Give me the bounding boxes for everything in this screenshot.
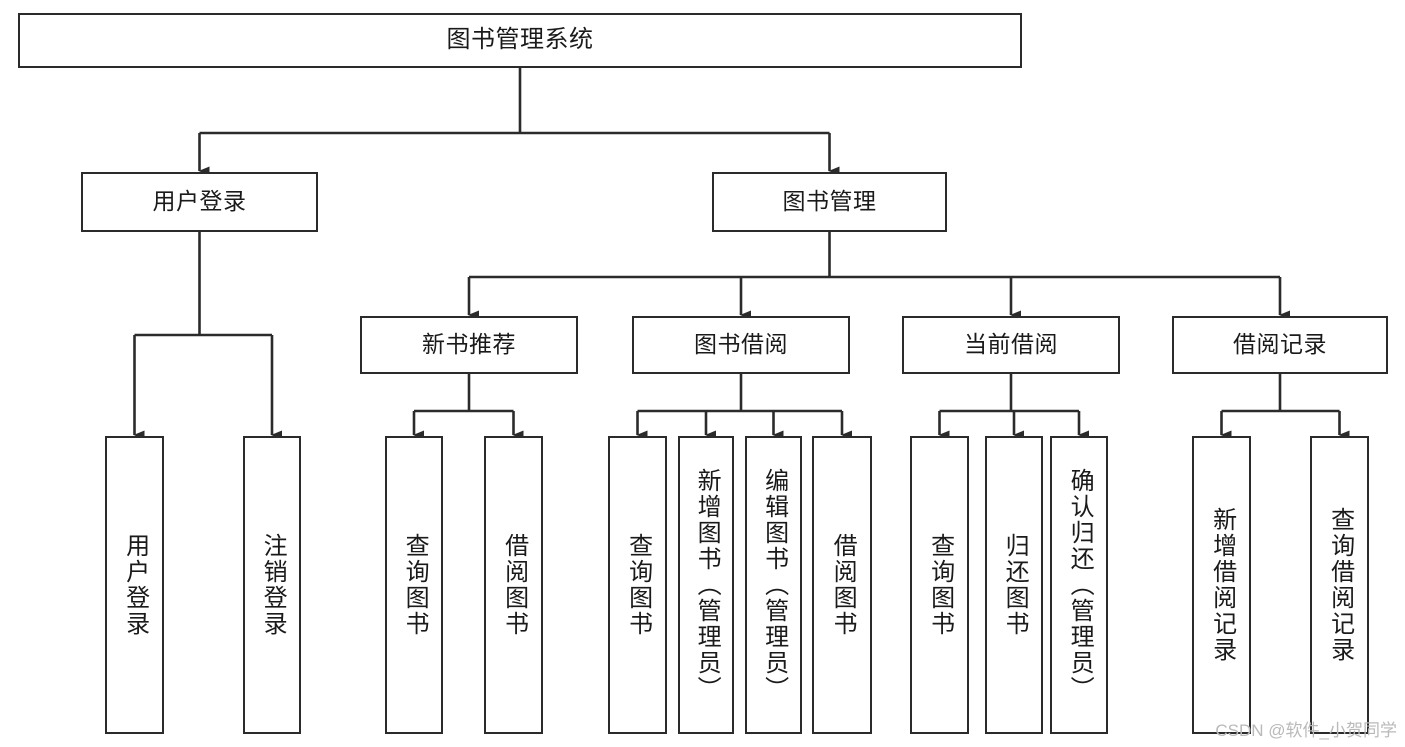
node-label: 新书推荐	[422, 331, 516, 358]
node-label: 查询图书	[926, 533, 954, 637]
node-label: 借阅记录	[1233, 331, 1327, 358]
node-label: 查询图书	[401, 533, 429, 637]
node-leaf_edit_book[interactable]: 编辑图书（管理员）	[745, 436, 802, 734]
node-leaf_add_book[interactable]: 新增图书（管理员）	[678, 436, 734, 734]
node-leaf_confirm_return[interactable]: 确认归还（管理员）	[1050, 436, 1108, 734]
node-label: 借阅图书	[500, 533, 528, 637]
node-leaf_query_book_3[interactable]: 查询图书	[910, 436, 969, 734]
node-label: 借阅图书	[829, 533, 857, 637]
node-book_manage[interactable]: 图书管理	[712, 172, 947, 232]
node-leaf_user_login[interactable]: 用户登录	[105, 436, 164, 734]
node-leaf_query_record[interactable]: 查询借阅记录	[1310, 436, 1369, 734]
node-current_borrow[interactable]: 当前借阅	[902, 316, 1120, 374]
node-label: 注销登录	[259, 533, 287, 637]
node-leaf_query_book_2[interactable]: 查询图书	[608, 436, 667, 734]
node-label: 查询图书	[624, 533, 652, 637]
node-label: 用户登录	[152, 188, 247, 215]
node-leaf_query_book_1[interactable]: 查询图书	[385, 436, 443, 734]
node-label: 图书管理系统	[446, 26, 594, 54]
node-label: 图书借阅	[694, 331, 788, 358]
node-label: 归还图书	[1001, 533, 1029, 637]
node-label: 编辑图书（管理员）	[760, 468, 788, 702]
node-label: 图书管理	[782, 188, 877, 215]
node-root[interactable]: 图书管理系统	[18, 13, 1022, 68]
node-new_book_rec[interactable]: 新书推荐	[360, 316, 578, 374]
node-leaf_borrow_book_2[interactable]: 借阅图书	[812, 436, 872, 734]
node-borrow_record[interactable]: 借阅记录	[1172, 316, 1388, 374]
node-label: 用户登录	[121, 533, 149, 637]
node-label: 新增图书（管理员）	[693, 468, 721, 702]
node-leaf_return_book[interactable]: 归还图书	[985, 436, 1043, 734]
node-label: 当前借阅	[964, 331, 1058, 358]
node-leaf_logout[interactable]: 注销登录	[243, 436, 301, 734]
node-leaf_borrow_book_1[interactable]: 借阅图书	[484, 436, 543, 734]
node-leaf_add_record[interactable]: 新增借阅记录	[1192, 436, 1251, 734]
node-user_login[interactable]: 用户登录	[81, 172, 318, 232]
node-label: 查询借阅记录	[1326, 507, 1354, 663]
node-book_borrow[interactable]: 图书借阅	[632, 316, 850, 374]
node-label: 确认归还（管理员）	[1066, 468, 1094, 702]
node-label: 新增借阅记录	[1208, 507, 1236, 663]
